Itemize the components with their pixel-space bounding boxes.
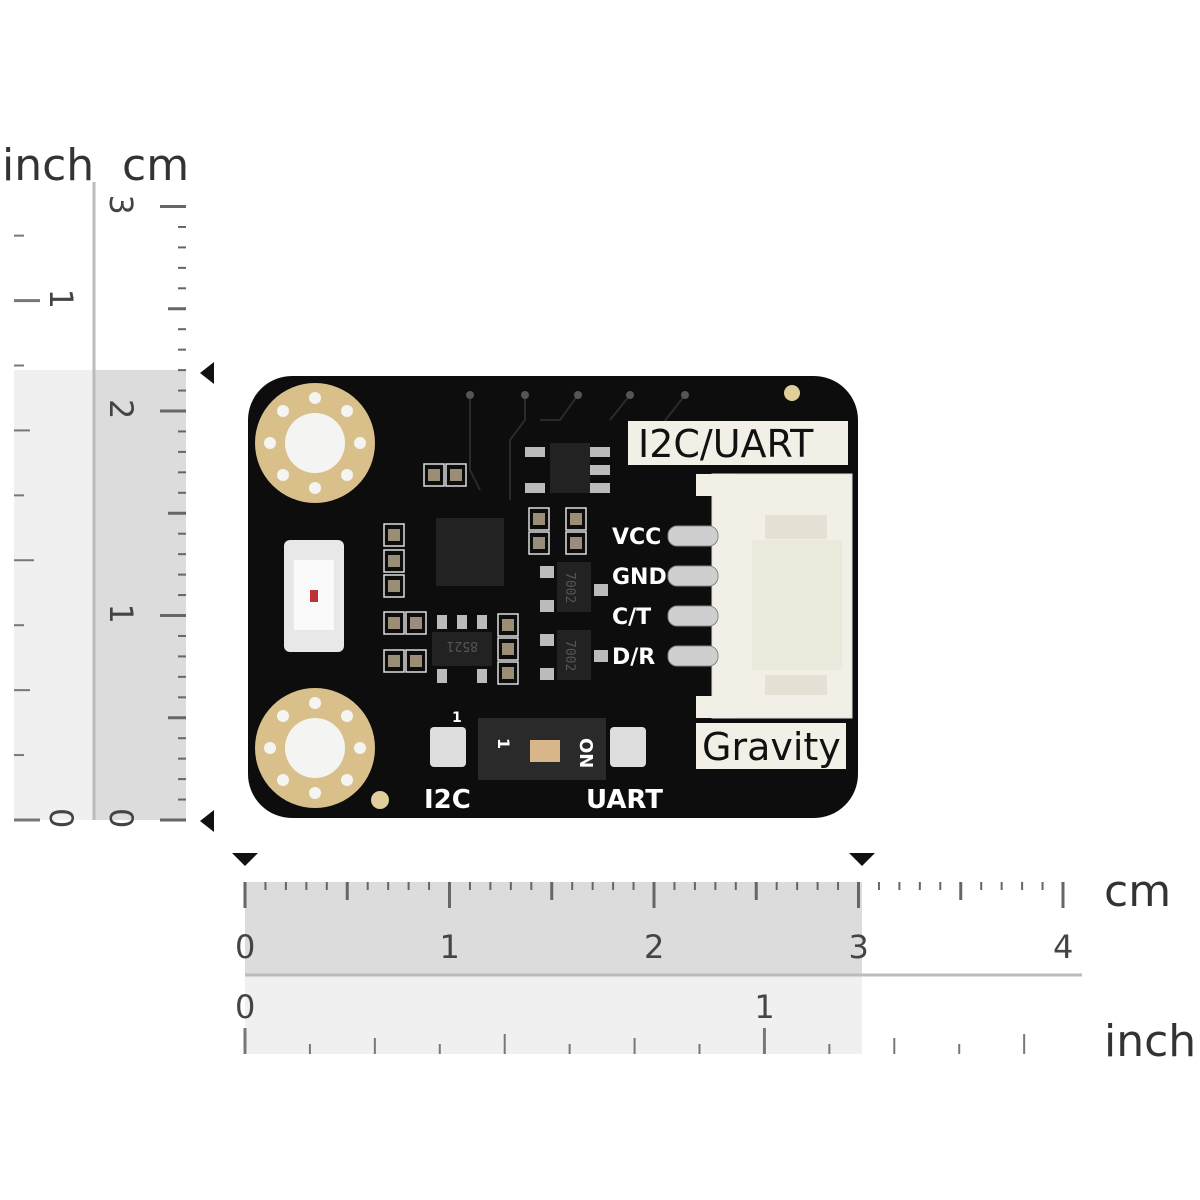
marker-bottom-arrow-icon (200, 810, 214, 832)
cm-tick-label: 3 (102, 195, 140, 215)
vias (466, 391, 689, 399)
cm-unit-label: cm (1104, 866, 1171, 917)
cm-tick-label: 0 (102, 808, 140, 828)
cm-unit-label: cm (122, 140, 189, 191)
via-pad (371, 791, 389, 809)
interface-label: I2C/UART (638, 422, 814, 466)
svg-text:8521: 8521 (447, 638, 478, 653)
sot-chip-7002: 7002 (540, 562, 608, 612)
inch-tick-label: 0 (235, 988, 255, 1026)
svg-text:1: 1 (494, 738, 513, 749)
connector-pin (667, 645, 719, 667)
sot-chip-7002: 7002 (540, 630, 608, 680)
sensor-board: 7002 7002 8521 I2C/UART Gravity VCC GND C/… (248, 376, 858, 818)
cm-tick-label: 3 (849, 928, 869, 966)
passive-components (383, 463, 587, 685)
connector-pin (667, 565, 719, 587)
sot-chip-8521: 8521 (432, 615, 492, 683)
inch-highlight (14, 370, 94, 820)
i2c-label: I2C (424, 785, 471, 815)
pin-label-ct: C/T (612, 605, 651, 630)
mounting-hole (255, 688, 375, 808)
mounting-hole (255, 383, 375, 503)
svg-text:1: 1 (452, 710, 462, 726)
svg-text:7002: 7002 (562, 572, 577, 603)
switch-lever[interactable] (530, 740, 560, 762)
cm-tick-label: 2 (644, 928, 664, 966)
uart-label: UART (586, 785, 663, 815)
pin-label-vcc: VCC (612, 525, 661, 550)
svg-text:7002: 7002 (562, 640, 577, 671)
connector-pin (667, 525, 719, 547)
inch-unit-label: inch (1104, 1016, 1196, 1067)
cm-highlight (245, 882, 862, 974)
header-label-box (628, 421, 848, 465)
cm-highlight (94, 370, 186, 820)
dip-switch[interactable]: 1 ON 1 (430, 710, 646, 780)
cm-tick-label: 2 (102, 399, 140, 419)
footer-label-box (696, 723, 846, 769)
connector-pin (667, 605, 719, 627)
gravity-label: Gravity (702, 725, 841, 769)
pin-label-dr: D/R (612, 645, 655, 670)
inch-tick-label: 1 (754, 988, 774, 1026)
led-component (284, 540, 344, 652)
gravity-connector (696, 473, 853, 719)
cm-tick-label: 1 (440, 928, 460, 966)
inch-unit-label: inch (2, 140, 94, 191)
inch-tick-label: 1 (42, 289, 80, 309)
vertical-ruler: inch cm 0 1 2 3 0 1 (2, 140, 214, 832)
pin-label-gnd: GND (612, 565, 667, 590)
cm-tick-label: 0 (235, 928, 255, 966)
cm-tick-label: 4 (1053, 928, 1073, 966)
qfn-chip (436, 518, 504, 586)
inch-highlight (245, 976, 862, 1054)
marker-top-arrow-icon (200, 362, 214, 384)
horizontal-ruler: 0 1 2 3 4 0 1 cm inch (232, 853, 1196, 1067)
marker-right-arrow-icon (849, 853, 875, 866)
sot-chip (525, 443, 610, 493)
via-pad (784, 385, 800, 401)
cm-tick-label: 1 (102, 604, 140, 624)
marker-left-arrow-icon (232, 853, 258, 866)
svg-text:ON: ON (575, 738, 596, 768)
inch-tick-label: 0 (42, 808, 80, 828)
